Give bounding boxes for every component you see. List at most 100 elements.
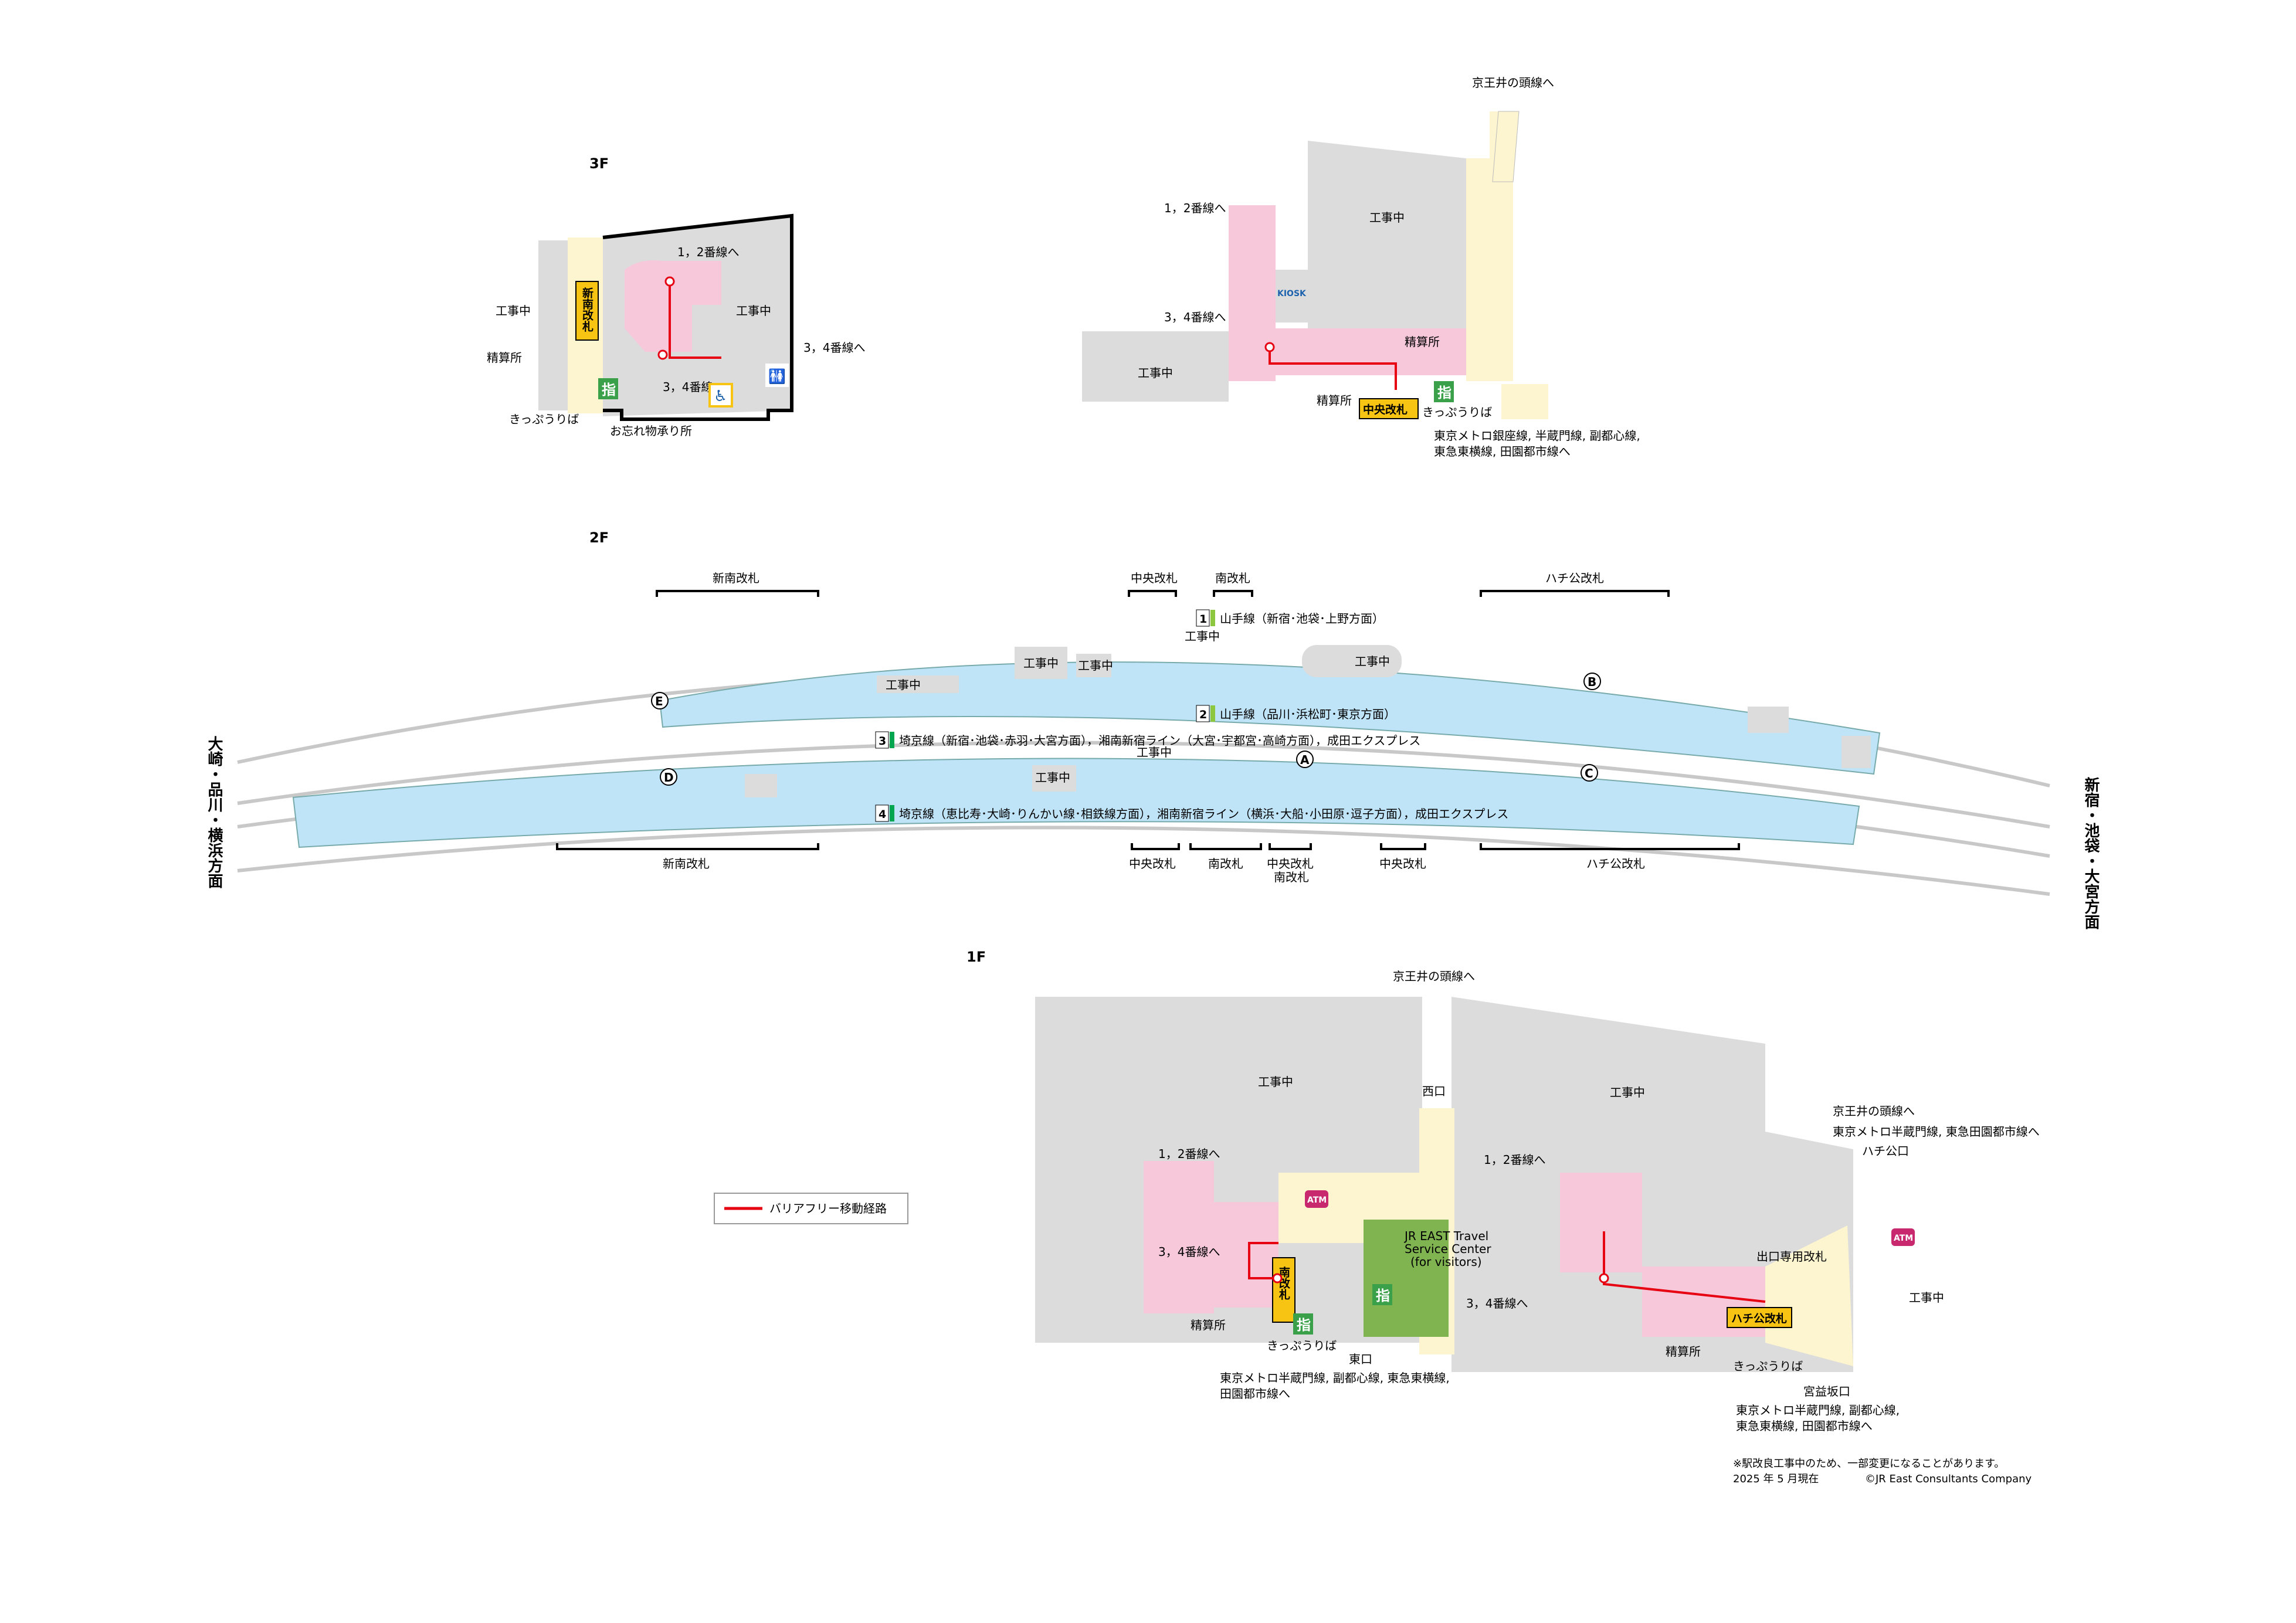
1f-inokashira-right: 京王井の頭線へ bbox=[1833, 1104, 1915, 1118]
footer-note: ※駅改良工事中のため、一部変更になることがあります。 bbox=[1733, 1458, 2005, 1470]
track-2-num: 2 bbox=[1199, 708, 1207, 721]
3f-inokashira-label: 京王井の頭線へ bbox=[1472, 76, 1554, 90]
2f-hachiko-gate-top: ハチ公改札 bbox=[1545, 571, 1604, 585]
2f-platforms: 工事中 工事中 工事中 工事中 工事中 工事中 工事中 bbox=[292, 629, 1881, 848]
1f-atm-right: ATM bbox=[1894, 1234, 1913, 1243]
3f-construction-right: 工事中 bbox=[736, 304, 771, 318]
2f-elevator-B: B bbox=[1588, 675, 1596, 689]
3f-kiosk-label: KIOSK bbox=[1277, 289, 1307, 298]
legend-barrier-free-label: バリアフリー移動経路 bbox=[769, 1201, 887, 1215]
1f-travel-center-3: (for visitors) bbox=[1410, 1255, 1482, 1269]
2f-central-gate-top: 中央改札 bbox=[1131, 571, 1178, 585]
1f-metro-miyamasu-a: 東京メトロ半蔵門線, 副都心線, bbox=[1736, 1403, 1900, 1417]
1f-area: 京王井の頭線へ 工事中 工事中 工事中 西口 東口 1，2番線へ 3，4番線へ … bbox=[1035, 969, 2040, 1433]
2f-new-south-gate-bottom: 新南改札 bbox=[663, 857, 710, 871]
1f-ticket-office-right: きっぷうりば bbox=[1733, 1359, 1803, 1373]
1f-west-exit-label: 西口 bbox=[1422, 1084, 1446, 1098]
3f-metro-label-2: 東急東横線, 田園都市線へ bbox=[1434, 444, 1571, 459]
floor-3f-label: 3F bbox=[589, 155, 609, 172]
3f-right-area: 京王井の頭線へ 工事中 工事中 1，2番線へ 3，4番線へ KIOSK 精算所 … bbox=[1082, 76, 1640, 459]
1f-platform12-left: 1，2番線へ bbox=[1158, 1147, 1220, 1161]
2f-elevator-C: C bbox=[1585, 766, 1593, 780]
1f-construction-left: 工事中 bbox=[1258, 1075, 1293, 1089]
1f-shitei-left: 指 bbox=[1297, 1317, 1311, 1333]
2f-south-gate-top: 南改札 bbox=[1215, 571, 1250, 585]
3f-ticket-office-label: きっぷうりば bbox=[509, 412, 579, 426]
1f-metro-right: 東京メトロ半蔵門線, 東急田園都市線へ bbox=[1833, 1125, 2040, 1139]
1f-shitei-travel: 指 bbox=[1376, 1288, 1390, 1304]
3f-new-south-gate-label: 新南改札 bbox=[581, 287, 594, 332]
track-3-num: 3 bbox=[879, 735, 886, 748]
1f-construction-right: 工事中 bbox=[1610, 1085, 1645, 1099]
track-4-num: 4 bbox=[879, 808, 886, 821]
3f-wheelchair-icon: ♿ bbox=[714, 388, 727, 405]
1f-metro-miyamasu-b: 東急東横線, 田園都市線へ bbox=[1736, 1419, 1873, 1433]
1f-travel-center-2: Service Center bbox=[1405, 1242, 1491, 1256]
3f-right-shitei-icon: 指 bbox=[1437, 385, 1451, 401]
2f-construction-7: 工事中 bbox=[1035, 770, 1070, 785]
2f-elevator-A: A bbox=[1300, 753, 1310, 767]
3f-construction-right-1: 工事中 bbox=[1369, 210, 1405, 225]
2f-south-gate-bottom: 南改札 bbox=[1208, 857, 1243, 871]
2f-track-labels: 1 山手線（新宿･池袋･上野方面） 2 山手線（品川･浜松町･東京方面） 3 埼… bbox=[875, 609, 1508, 822]
3f-central-gate-label: 中央改札 bbox=[1363, 403, 1408, 416]
footer-copyright: ©JR East Consultants Company bbox=[1865, 1473, 2032, 1485]
3f-fare-adjust-right-1: 精算所 bbox=[1405, 335, 1440, 349]
1f-fare-adjust-right: 精算所 bbox=[1666, 1344, 1701, 1359]
floor-1f-label: 1F bbox=[966, 949, 986, 965]
3f-construction-right-2: 工事中 bbox=[1138, 366, 1173, 380]
3f-lost-found-label: お忘れ物承り所 bbox=[610, 424, 692, 438]
2f-elevator-E: E bbox=[655, 694, 663, 708]
1f-metro-left-b: 田園都市線へ bbox=[1220, 1387, 1290, 1401]
1f-south-gate-label: 南改札 bbox=[1277, 1267, 1291, 1300]
3f-metro-label-1: 東京メトロ銀座線, 半蔵門線, 副都心線, bbox=[1434, 429, 1640, 443]
1f-hachiko-exit: ハチ公口 bbox=[1862, 1144, 1909, 1158]
2f-central-gate-bottom-2: 中央改札 bbox=[1379, 857, 1426, 871]
2f-gate-brackets: 新南改札 中央改札 南改札 ハチ公改札 新南改札 中央改札 南改札 中央改札 南… bbox=[556, 571, 1740, 884]
2f-central-south-gate-1: 中央改札 bbox=[1267, 857, 1314, 871]
2f-central-gate-bottom: 中央改札 bbox=[1129, 857, 1176, 871]
2f-elevators: E D A B C bbox=[651, 673, 1601, 786]
track-1-label: 山手線（新宿･池袋･上野方面） bbox=[1220, 612, 1384, 626]
1f-construction-far-right: 工事中 bbox=[1909, 1291, 1944, 1305]
1f-east-exit-label: 東口 bbox=[1349, 1352, 1372, 1366]
2f-new-south-gate-top: 新南改札 bbox=[713, 571, 759, 585]
2f-construction-5: 工事中 bbox=[1355, 654, 1390, 668]
2f-construction-2: 工事中 bbox=[1023, 656, 1059, 670]
track-3-label: 埼京線（新宿･池袋･赤羽･大宮方面），湘南新宿ライン（大宮･宇都宮･高崎方面），… bbox=[899, 734, 1420, 748]
2f-elevator-D: D bbox=[664, 770, 674, 785]
3f-platform34-right-label: 3，4番線へ bbox=[803, 341, 865, 355]
2f-construction-3: 工事中 bbox=[1078, 658, 1113, 673]
1f-hachiko-gate-label: ハチ公改札 bbox=[1731, 1312, 1787, 1325]
3f-platform34-right-label-2: 3，4番線へ bbox=[1164, 310, 1226, 324]
3f-left-area: 新南改札 工事中 工事中 1，2番線へ 3，4番線へ 3，4番線へ 精算所 きっ… bbox=[487, 213, 865, 438]
1f-metro-left-a: 東京メトロ半蔵門線, 副都心線, 東急東横線, bbox=[1220, 1371, 1450, 1385]
1f-travel-center-1: JR EAST Travel bbox=[1403, 1229, 1488, 1243]
track-4-label: 埼京線（恵比寿･大崎･りんかい線･相鉄線方面），湘南新宿ライン（横浜･大船･小田… bbox=[899, 807, 1508, 821]
2f-hachiko-gate-bottom: ハチ公改札 bbox=[1586, 857, 1645, 871]
1f-fare-adjust-left: 精算所 bbox=[1191, 1318, 1226, 1332]
direction-right-label: 新宿・池袋・大宮方面 bbox=[2082, 776, 2100, 929]
3f-restroom-icon: 🚻 bbox=[768, 368, 786, 385]
direction-left-label: 大崎・品川・横浜方面 bbox=[205, 736, 223, 888]
3f-fare-adjust-label: 精算所 bbox=[487, 351, 522, 365]
2f-construction-1: 工事中 bbox=[886, 678, 921, 692]
floor-2f-label: 2F bbox=[589, 529, 609, 546]
2f-construction-6: 工事中 bbox=[1137, 745, 1172, 759]
3f-fare-adjust-right-2: 精算所 bbox=[1317, 393, 1352, 408]
1f-ticket-office-left: きっぷうりば bbox=[1267, 1339, 1337, 1353]
3f-platform12-label: 1，2番線へ bbox=[677, 245, 739, 259]
footer-date: 2025 年 5 月現在 bbox=[1733, 1473, 1819, 1485]
2f-construction-4: 工事中 bbox=[1185, 629, 1220, 643]
track-2-label: 山手線（品川･浜松町･東京方面） bbox=[1220, 707, 1396, 721]
1f-platform12-right: 1，2番線へ bbox=[1484, 1153, 1545, 1167]
3f-ticket-office-right: きっぷうりば bbox=[1422, 405, 1492, 419]
1f-atm-left: ATM bbox=[1307, 1196, 1327, 1205]
1f-platform34-left: 3，4番線へ bbox=[1158, 1245, 1220, 1259]
3f-construction-left: 工事中 bbox=[496, 304, 531, 318]
track-1-num: 1 bbox=[1199, 613, 1207, 626]
3f-shitei-icon: 指 bbox=[602, 382, 616, 398]
3f-platform12-right-label: 1，2番線へ bbox=[1164, 201, 1226, 215]
1f-exit-only-gate: 出口専用改札 bbox=[1756, 1249, 1827, 1264]
